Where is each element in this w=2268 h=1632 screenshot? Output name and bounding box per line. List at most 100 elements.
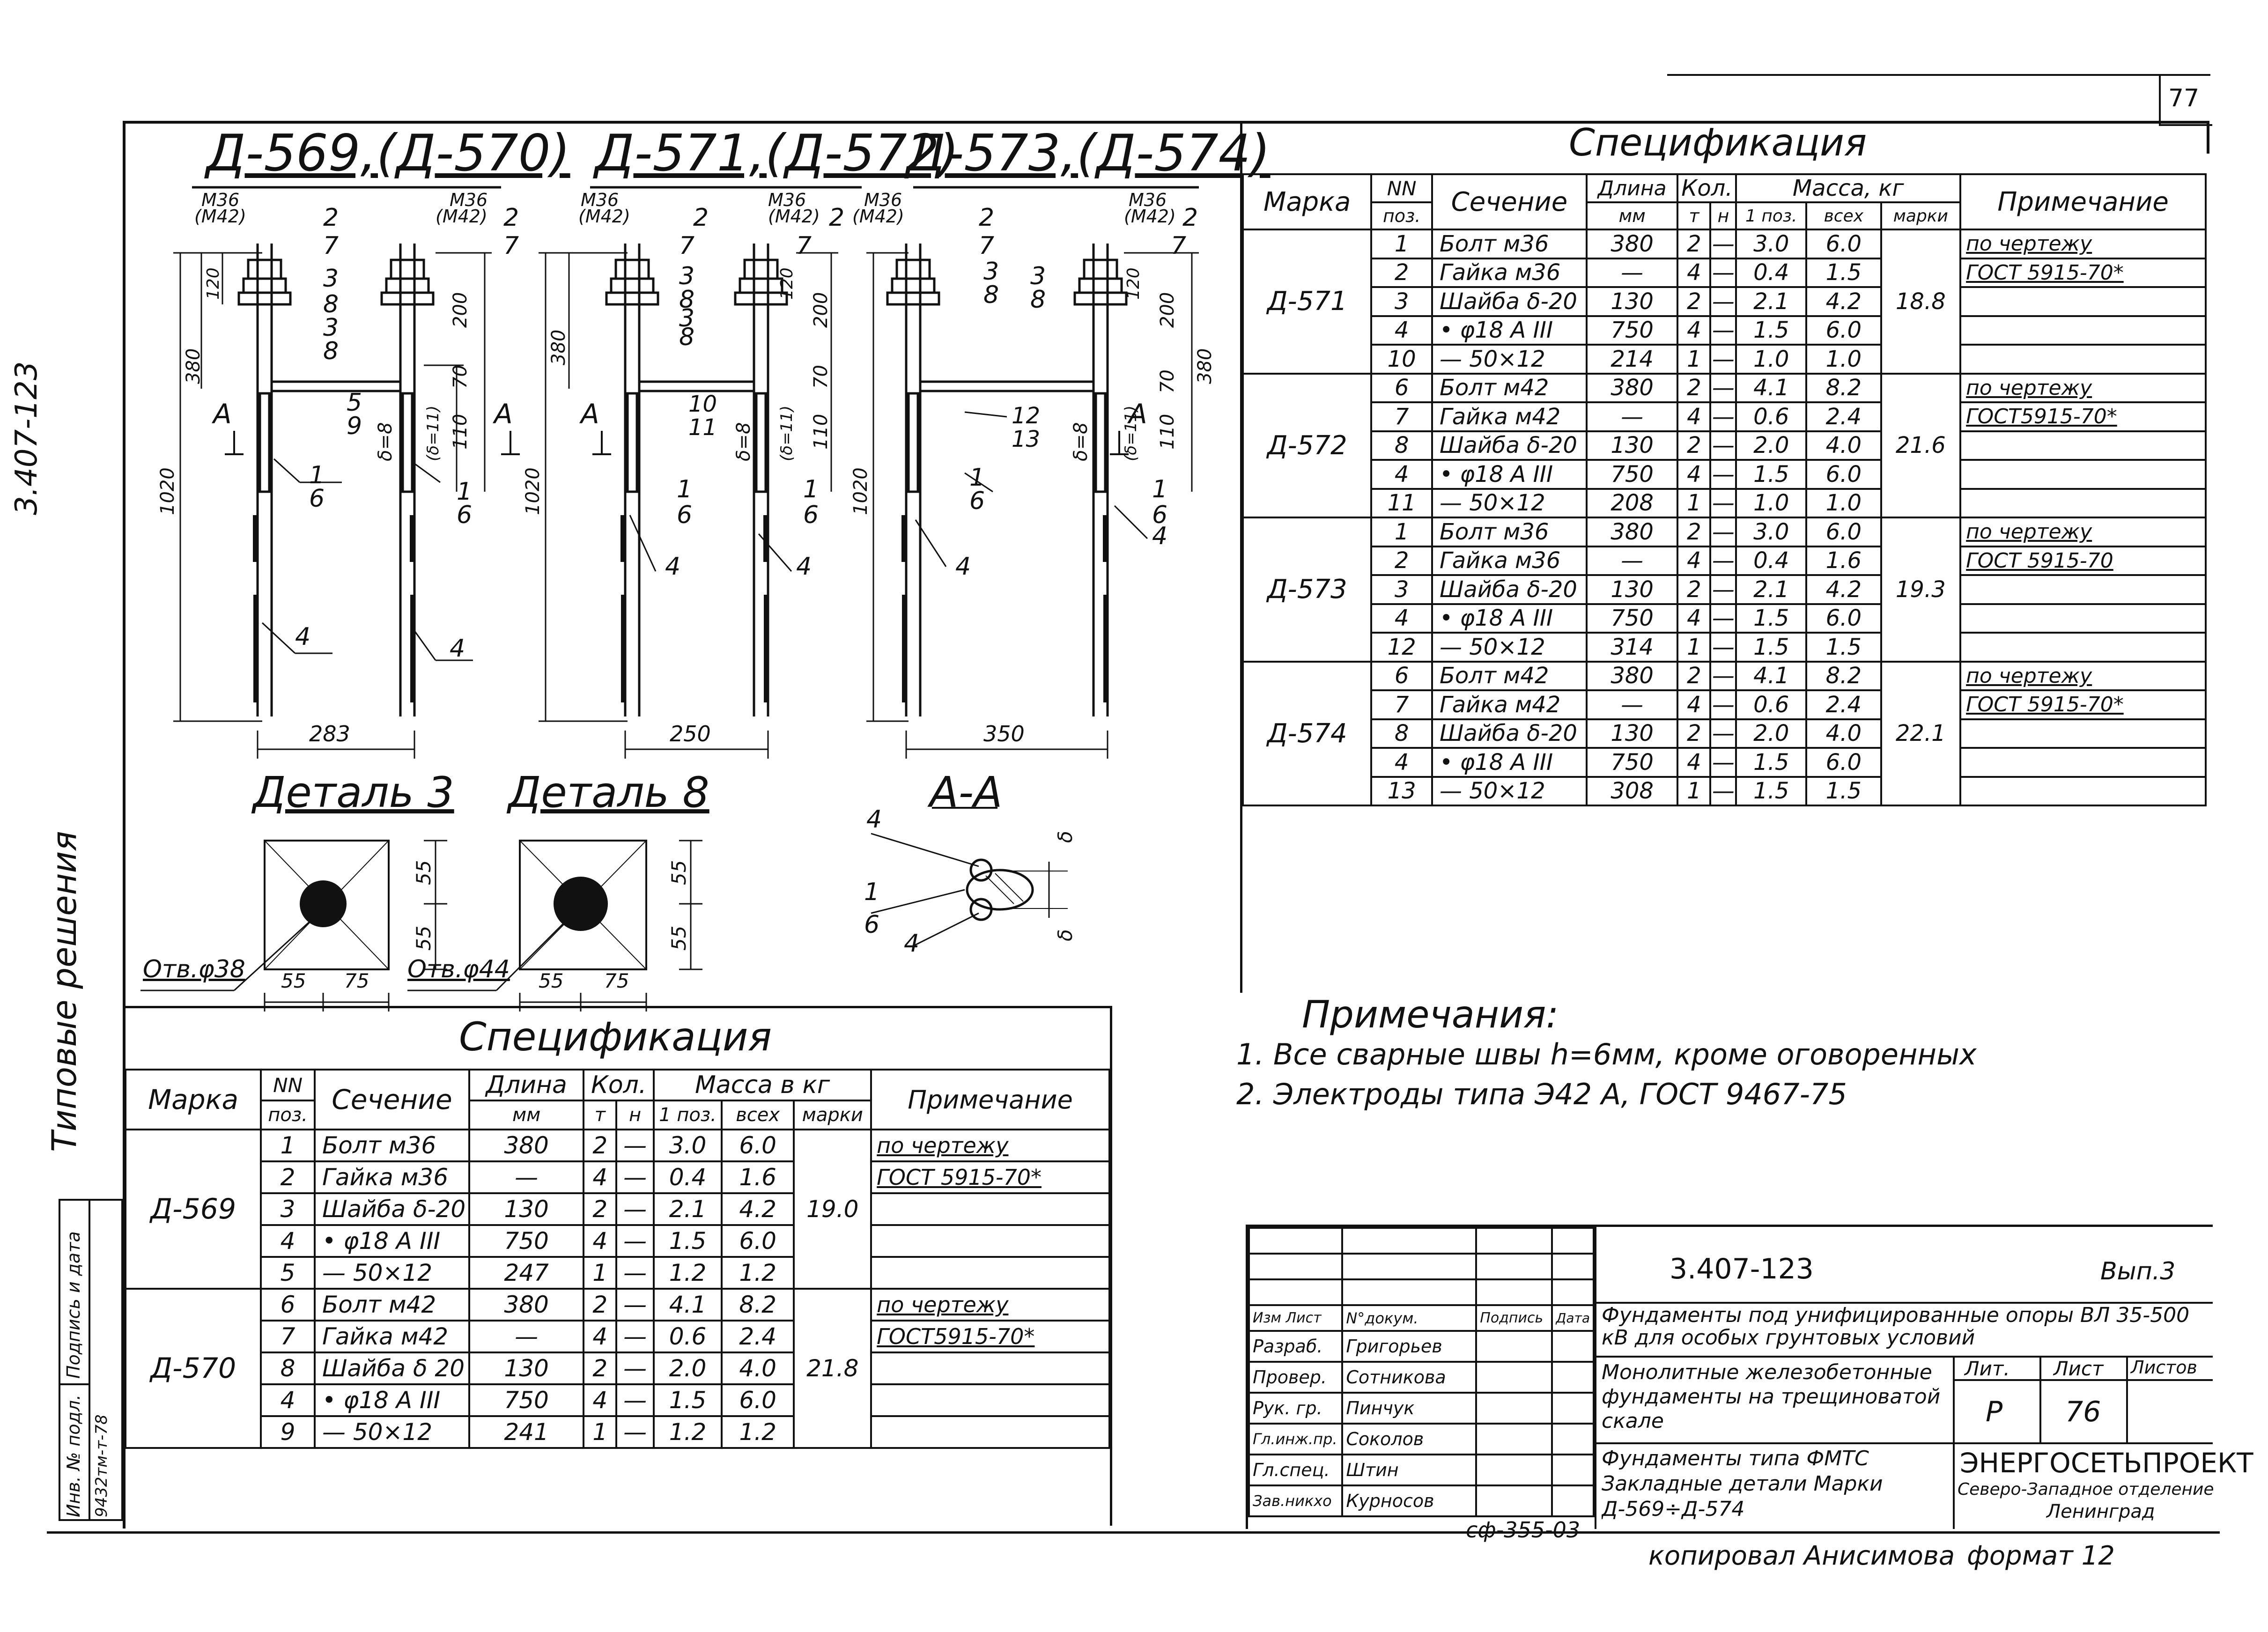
spec-mass-one: 4.1 bbox=[1735, 372, 1808, 403]
bottom-spec-table: Марка NN Сечение Длина Кол. Масса в кг П… bbox=[124, 1069, 1110, 1449]
v3-right-thread: M36 bbox=[1129, 190, 1167, 210]
callout-3-a: 3 bbox=[323, 265, 339, 293]
spec-sechenie: — 50×12 bbox=[1431, 632, 1588, 663]
top-spec-table: Марка NN Сечение Длина Кол. Масса, кг Пр… bbox=[1241, 173, 2207, 806]
spec-sechenie: • φ18 A III bbox=[313, 1383, 470, 1417]
spec-poz: 6 bbox=[260, 1288, 316, 1322]
spec-sechenie: • φ18 A III bbox=[1431, 459, 1588, 490]
spec-length: — bbox=[1585, 257, 1679, 288]
v2-left-thread: M36 bbox=[581, 190, 619, 210]
spec-mass-all: 4.0 bbox=[720, 1351, 795, 1385]
d3-dim-55-b: 55 bbox=[412, 925, 435, 951]
spec-poz: 7 bbox=[1370, 401, 1433, 432]
bth-kol: Кол. bbox=[583, 1069, 655, 1101]
tb-list-value: 76 bbox=[2065, 1396, 2101, 1428]
spec-qty-t: 1 bbox=[1677, 487, 1712, 518]
spec-length: — bbox=[468, 1160, 585, 1194]
spec-mass-one: 1.2 bbox=[653, 1256, 723, 1290]
tb-col-izm-list: Изм Лист bbox=[1248, 1304, 1344, 1332]
section-a-4: A bbox=[1129, 398, 1147, 430]
spec-note bbox=[1959, 430, 2207, 461]
spec-length: 247 bbox=[468, 1256, 585, 1290]
spec-length: 130 bbox=[1585, 574, 1679, 605]
th-one-poz: 1 поз. bbox=[1735, 201, 1808, 230]
tb-col-list: Лист bbox=[1285, 1310, 1322, 1326]
spec-note bbox=[1959, 315, 2207, 346]
callout-1-b: 1 bbox=[457, 478, 473, 506]
spec-mass-one: 2.0 bbox=[653, 1351, 723, 1385]
tb-col-data: Дата bbox=[1551, 1304, 1595, 1332]
callout-2-d: 2 bbox=[829, 204, 845, 232]
dim-70-c: 70 bbox=[1157, 369, 1178, 393]
spec-note bbox=[870, 1192, 1110, 1226]
spec-note bbox=[1959, 747, 2207, 778]
callout-2-a: 2 bbox=[323, 204, 339, 232]
spec-mass-one: 1.5 bbox=[1735, 747, 1808, 778]
v1-left-thread: M36 bbox=[201, 190, 240, 210]
spec-mass-one: 1.5 bbox=[1735, 315, 1808, 346]
spec-qty-n: — bbox=[1709, 257, 1737, 288]
spec-mass-one: 3.0 bbox=[1735, 229, 1808, 259]
dim-1020-b: 1020 bbox=[522, 467, 544, 515]
spec-sechenie: Болт м42 bbox=[1431, 372, 1588, 403]
spec-length: 750 bbox=[1585, 747, 1679, 778]
spec-mass-all: 1.6 bbox=[720, 1160, 795, 1194]
spec-poz: 4 bbox=[260, 1224, 316, 1258]
spec-qty-n: — bbox=[615, 1256, 655, 1290]
th-poz: поз. bbox=[1370, 201, 1433, 230]
v2-right-thread-alt: (M42) bbox=[768, 206, 820, 227]
spec-poz: 1 bbox=[260, 1129, 316, 1162]
tb-name-2: Пинчук bbox=[1341, 1392, 1478, 1425]
spec-marka: Д-571 bbox=[1241, 229, 1373, 375]
spec-poz: 1 bbox=[1370, 229, 1433, 259]
spec-note bbox=[1959, 286, 2207, 317]
spec-sechenie: Шайба δ-20 bbox=[1431, 718, 1588, 749]
sheet-number: 77 bbox=[2168, 84, 2200, 112]
spec-qty-t: 4 bbox=[1677, 315, 1712, 346]
v1-right-thread: M36 bbox=[450, 190, 488, 210]
spec-poz: 4 bbox=[1370, 315, 1433, 346]
spec-mass-all: 4.0 bbox=[1805, 430, 1882, 461]
spec-qty-t: 2 bbox=[583, 1351, 618, 1385]
spec-note bbox=[1959, 459, 2207, 490]
spec-mass-total: 21.8 bbox=[793, 1288, 872, 1449]
spec-mass-one: 2.1 bbox=[1735, 574, 1808, 605]
spec-length: 380 bbox=[1585, 372, 1679, 403]
spec-poz: 4 bbox=[1370, 459, 1433, 490]
tb-role-0: Разраб. bbox=[1248, 1330, 1344, 1363]
spec-qty-n: — bbox=[1709, 401, 1737, 432]
spec-mass-total: 22.1 bbox=[1880, 660, 1962, 806]
spec-sechenie: — 50×12 bbox=[1431, 775, 1588, 806]
spec-length: 208 bbox=[1585, 487, 1679, 518]
callout-7-f: 7 bbox=[1171, 232, 1187, 260]
tb-subject2-box: Фундаменты типа ФМТС Закладные детали Ма… bbox=[1602, 1446, 1948, 1528]
left-strip-divider bbox=[89, 1201, 90, 1519]
spec-mass-one: 2.0 bbox=[1735, 430, 1808, 461]
spec-mass-one: 1.5 bbox=[1735, 603, 1808, 634]
tb-vline-lit2 bbox=[2126, 1356, 2128, 1442]
tb-name-3: Соколов bbox=[1341, 1423, 1478, 1455]
note-2: 2. Электроды типа Э42 А, ГОСТ 9467-75 bbox=[1236, 1077, 1847, 1111]
callout-5: 5 bbox=[347, 389, 362, 417]
spec-qty-n: — bbox=[1709, 229, 1737, 259]
callout-10: 10 bbox=[688, 391, 717, 417]
tb-org2: Северо-Западное отделение bbox=[1958, 1480, 2214, 1499]
spec-mass-all: 1.5 bbox=[1805, 257, 1882, 288]
aa-callout-6: 6 bbox=[864, 911, 880, 939]
top-spec-title: Спецификация bbox=[1569, 121, 1867, 164]
spec-qty-t: 4 bbox=[583, 1160, 618, 1194]
spec-qty-t: 4 bbox=[1677, 257, 1712, 288]
callout-4-a: 4 bbox=[295, 623, 311, 651]
tb-lit-label: Лит. bbox=[1965, 1357, 2010, 1380]
dim-120-a: 120 bbox=[204, 267, 223, 300]
spec-mass-one: 1.5 bbox=[1735, 459, 1808, 490]
spec-qty-n: — bbox=[1709, 603, 1737, 634]
